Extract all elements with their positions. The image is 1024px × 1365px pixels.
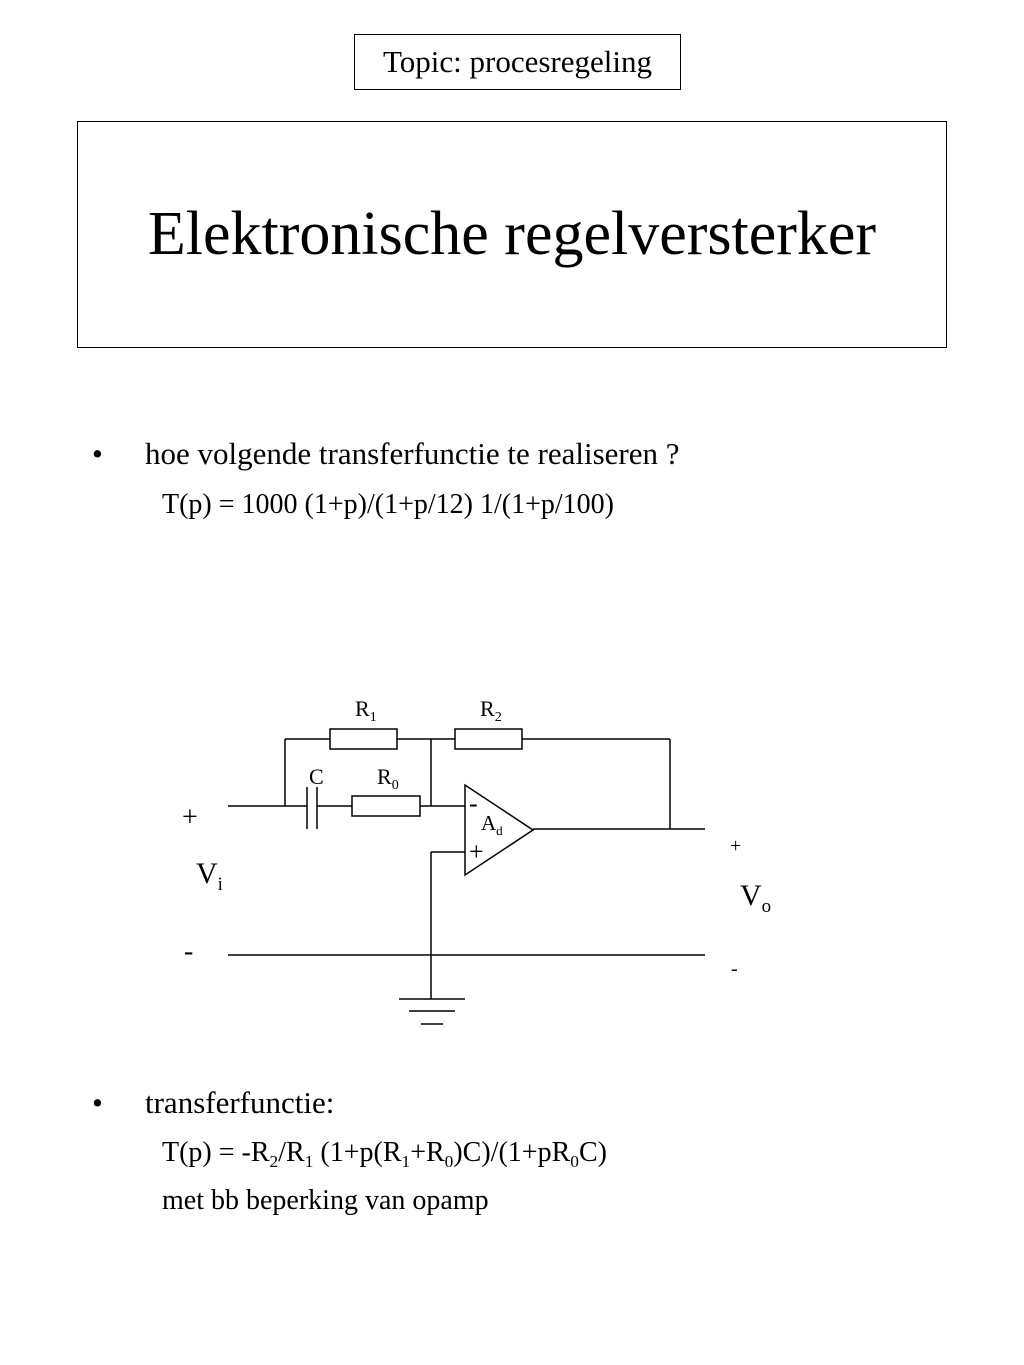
vi-plus: + bbox=[182, 802, 198, 833]
transfer-heading: transferfunctie: bbox=[145, 1085, 335, 1120]
c-label: C bbox=[309, 764, 324, 789]
vo-minus: - bbox=[731, 958, 738, 980]
page-title: Elektronische regelversterker bbox=[147, 200, 877, 268]
bandwidth-note: met bb beperking van opamp bbox=[162, 1185, 489, 1216]
opamp-gain-label: Ad bbox=[481, 811, 503, 838]
opamp-plus-sign: + bbox=[469, 837, 484, 866]
r0-label: R0 bbox=[377, 764, 399, 793]
resistor-r0 bbox=[351, 795, 421, 817]
resistor-r2 bbox=[454, 728, 523, 750]
r1-label: R1 bbox=[355, 696, 377, 725]
r2-label: R2 bbox=[480, 696, 502, 725]
transfer-formula: T(p) = -R2/R1 (1+p(R1+R0)C)/(1+pR0C) bbox=[162, 1137, 607, 1172]
title-frame: Elektronische regelversterker bbox=[77, 121, 947, 348]
topic-text: Topic: procesregeling bbox=[383, 44, 652, 79]
target-formula: T(p) = 1000 (1+p)/(1+p/12) 1/(1+p/100) bbox=[162, 489, 614, 520]
bullet-2: • bbox=[92, 1085, 103, 1120]
resistor-r1 bbox=[329, 728, 398, 750]
opamp-minus-sign: - bbox=[469, 789, 478, 818]
bullet-1: • bbox=[92, 436, 103, 471]
topic-label: Topic: procesregeling bbox=[354, 34, 681, 90]
vi-minus: - bbox=[184, 936, 193, 967]
vo-label: Vo bbox=[740, 879, 771, 917]
vi-label: Vi bbox=[196, 857, 223, 895]
question-text: hoe volgende transferfunctie te realiser… bbox=[145, 436, 680, 471]
vo-plus: + bbox=[730, 835, 741, 857]
opamp-triangle bbox=[464, 783, 535, 877]
